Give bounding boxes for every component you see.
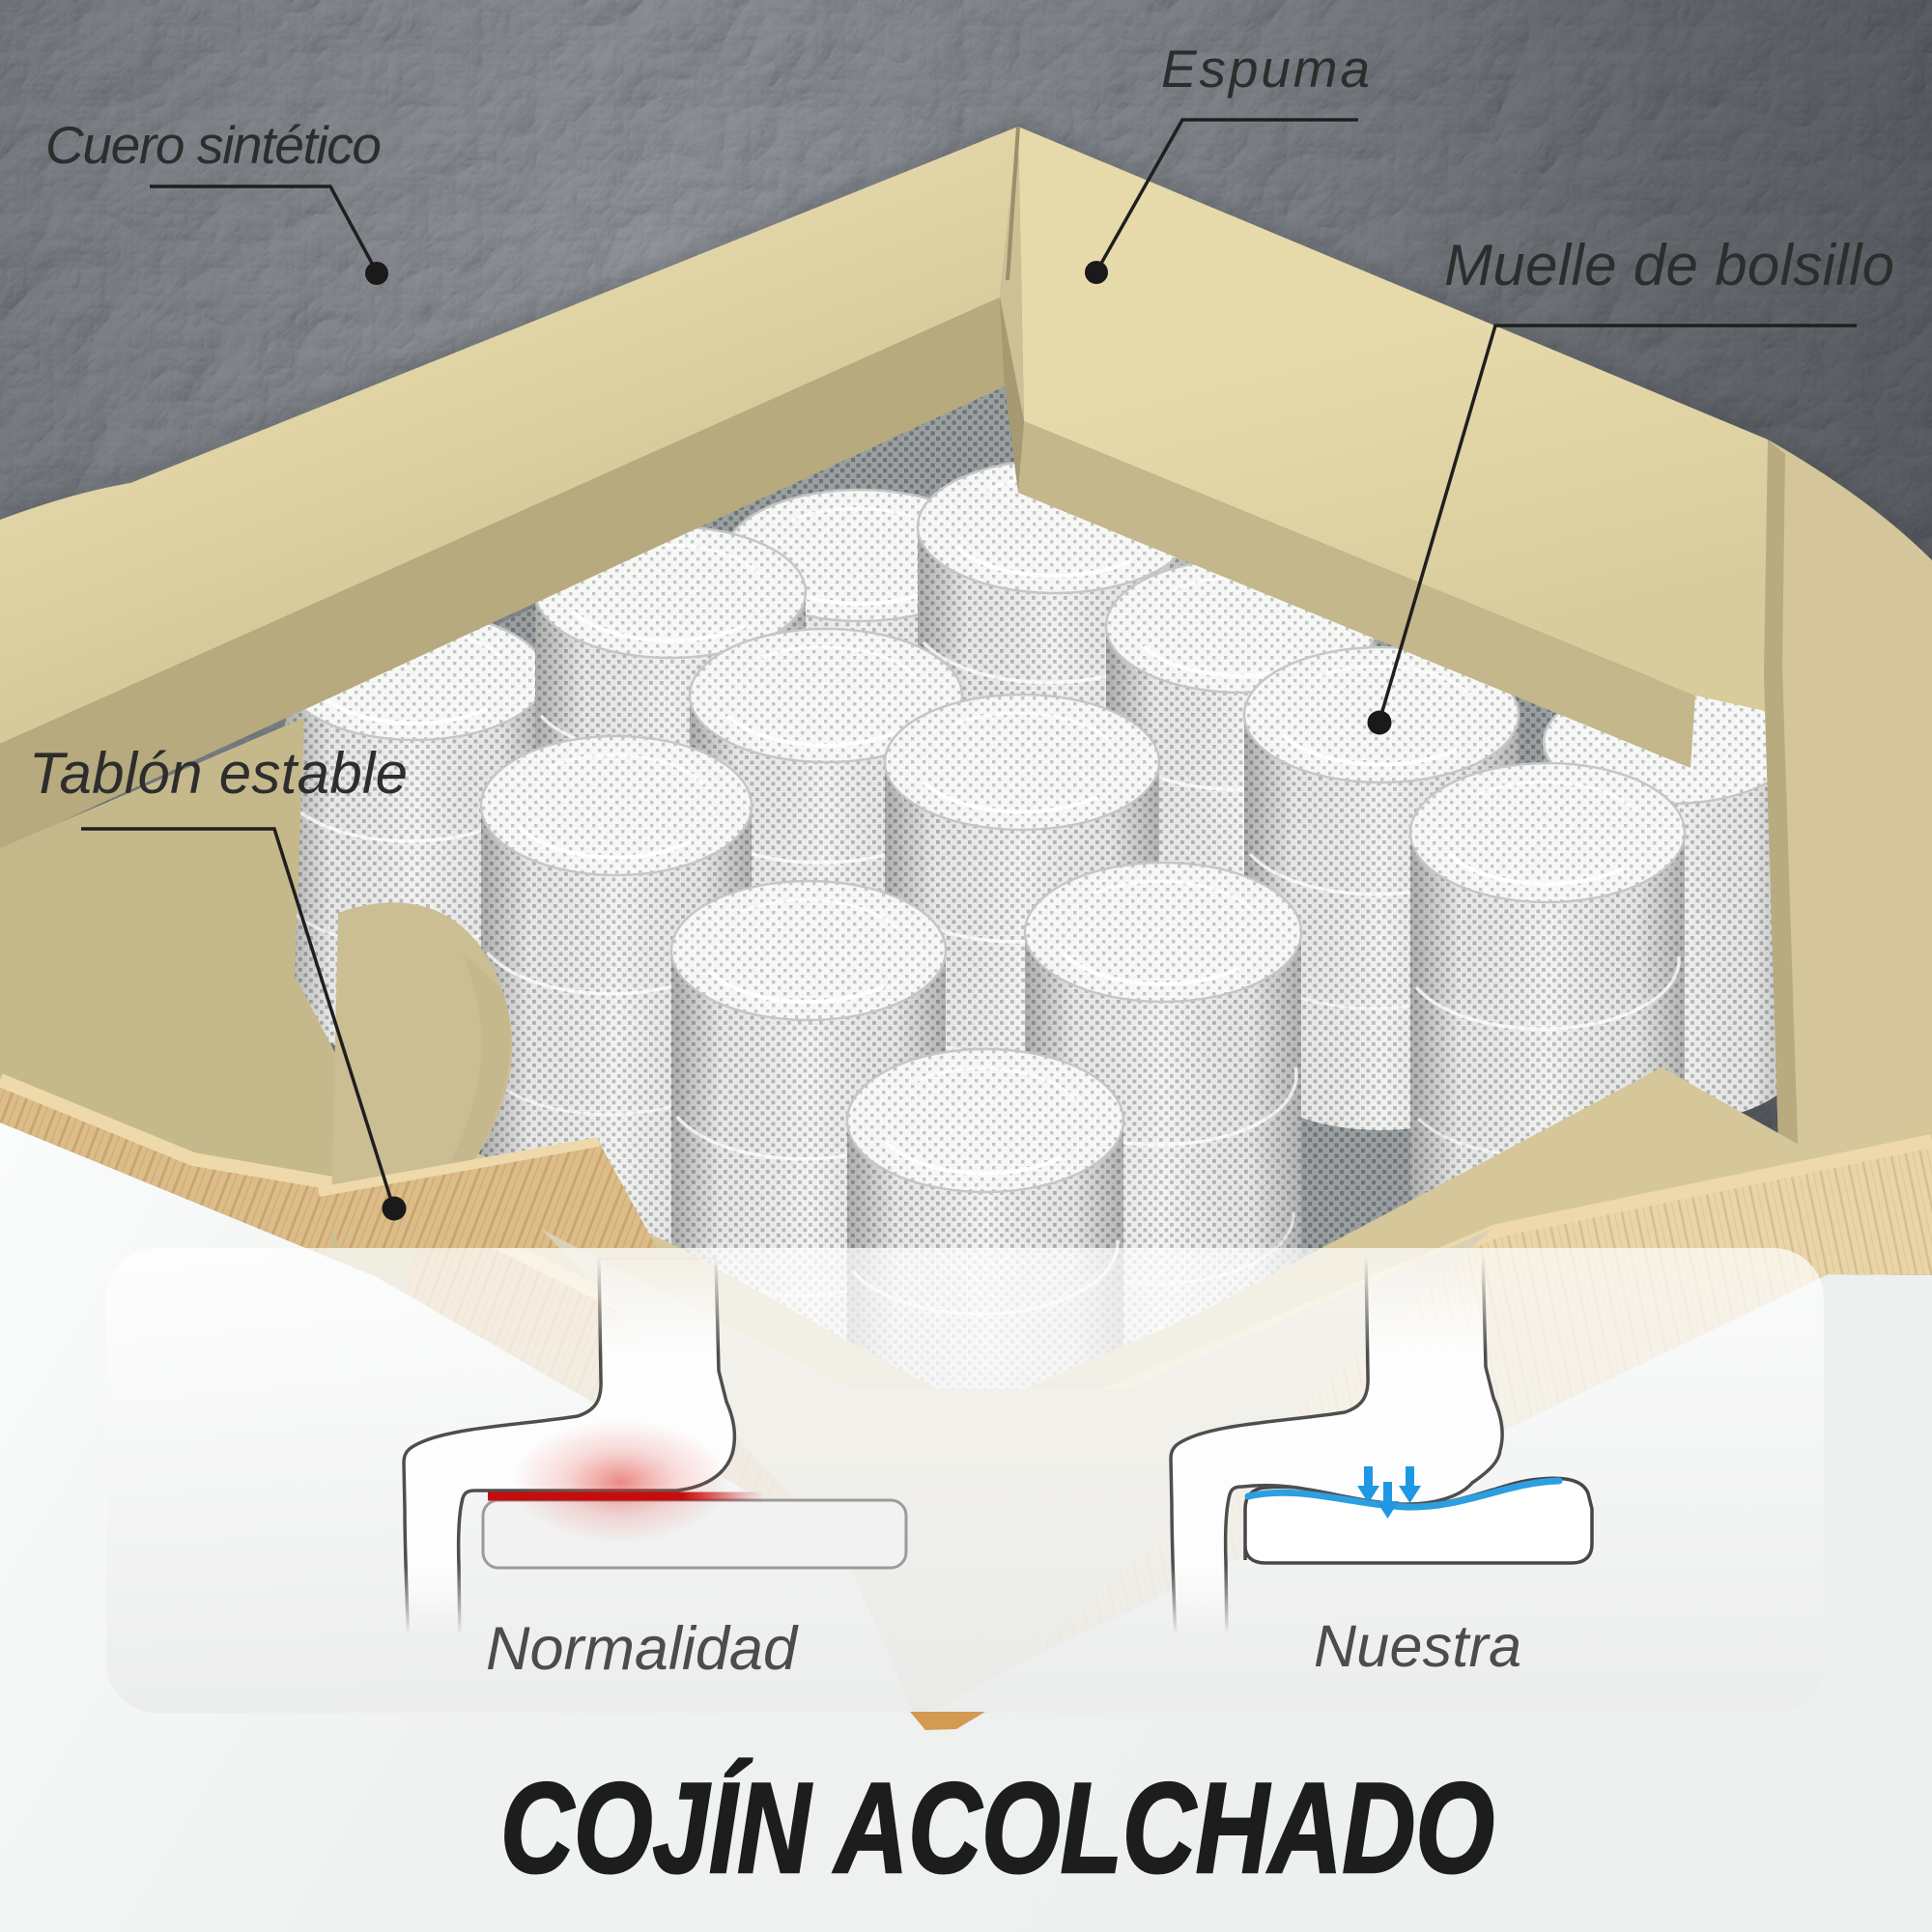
svg-text:Tablón estable: Tablón estable [29, 741, 408, 806]
svg-text:Espuma: Espuma [1161, 39, 1370, 99]
svg-text:Normalidad: Normalidad [486, 1615, 799, 1683]
svg-text:COJÍN ACOLCHADO: COJÍN ACOLCHADO [500, 1757, 1494, 1900]
svg-text:Muelle de bolsillo: Muelle de bolsillo [1444, 233, 1894, 298]
svg-text:Cuero sintético: Cuero sintético [45, 115, 382, 175]
svg-text:Nuestra: Nuestra [1314, 1613, 1521, 1679]
